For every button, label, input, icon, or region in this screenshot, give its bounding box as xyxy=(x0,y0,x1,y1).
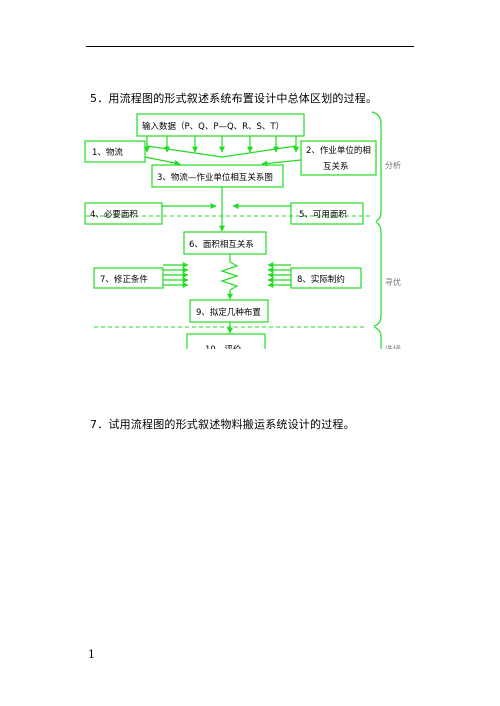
required-area-box xyxy=(84,202,163,225)
input-data-box xyxy=(136,113,305,137)
evaluate-box xyxy=(186,333,266,349)
area-relation-box xyxy=(183,231,267,255)
stage-select-label: 选择 xyxy=(385,344,401,354)
available-area-label: 5、可用面积 xyxy=(299,209,347,220)
question-7: 7．试用流程图的形式叙述物料搬运系统设计的过程。 xyxy=(90,418,355,431)
question-5: 5．用流程图的形式叙述系统布置设计中总体区划的过程。 xyxy=(90,92,378,105)
relation-label-line2: 互关系 xyxy=(323,161,349,172)
logistics-label: 1、物流 xyxy=(92,147,123,158)
relation-label-line1: 2、作业单位的相 xyxy=(306,145,371,156)
stage-search-label: 寻优 xyxy=(385,277,401,287)
modify-conditions-box xyxy=(93,267,164,289)
combined-chart-box xyxy=(151,164,284,188)
area-relation-label: 6、面积相互关系 xyxy=(189,239,254,250)
evaluate-label: 10、评价 xyxy=(205,345,242,355)
constraint-label: 8、实际制约 xyxy=(297,274,345,285)
page-number: 1 xyxy=(88,648,95,661)
available-area-box xyxy=(290,202,364,225)
header-rule xyxy=(86,46,414,47)
relation-box xyxy=(300,140,377,176)
constraint-box xyxy=(290,267,362,289)
draft-layouts-box xyxy=(189,299,269,323)
draft-layouts-label: 9、拟定几种布置 xyxy=(196,307,261,318)
stage-analysis-label: 分析 xyxy=(385,160,401,170)
input-data-label: 输入数据（P、Q、P—Q、R、S、T） xyxy=(142,121,284,132)
combined-chart-label: 3、物流—作业单位相互关系图 xyxy=(157,172,273,183)
modify-conditions-label: 7、修正条件 xyxy=(100,274,148,285)
required-area-label: 4、必要面积 xyxy=(90,209,138,220)
